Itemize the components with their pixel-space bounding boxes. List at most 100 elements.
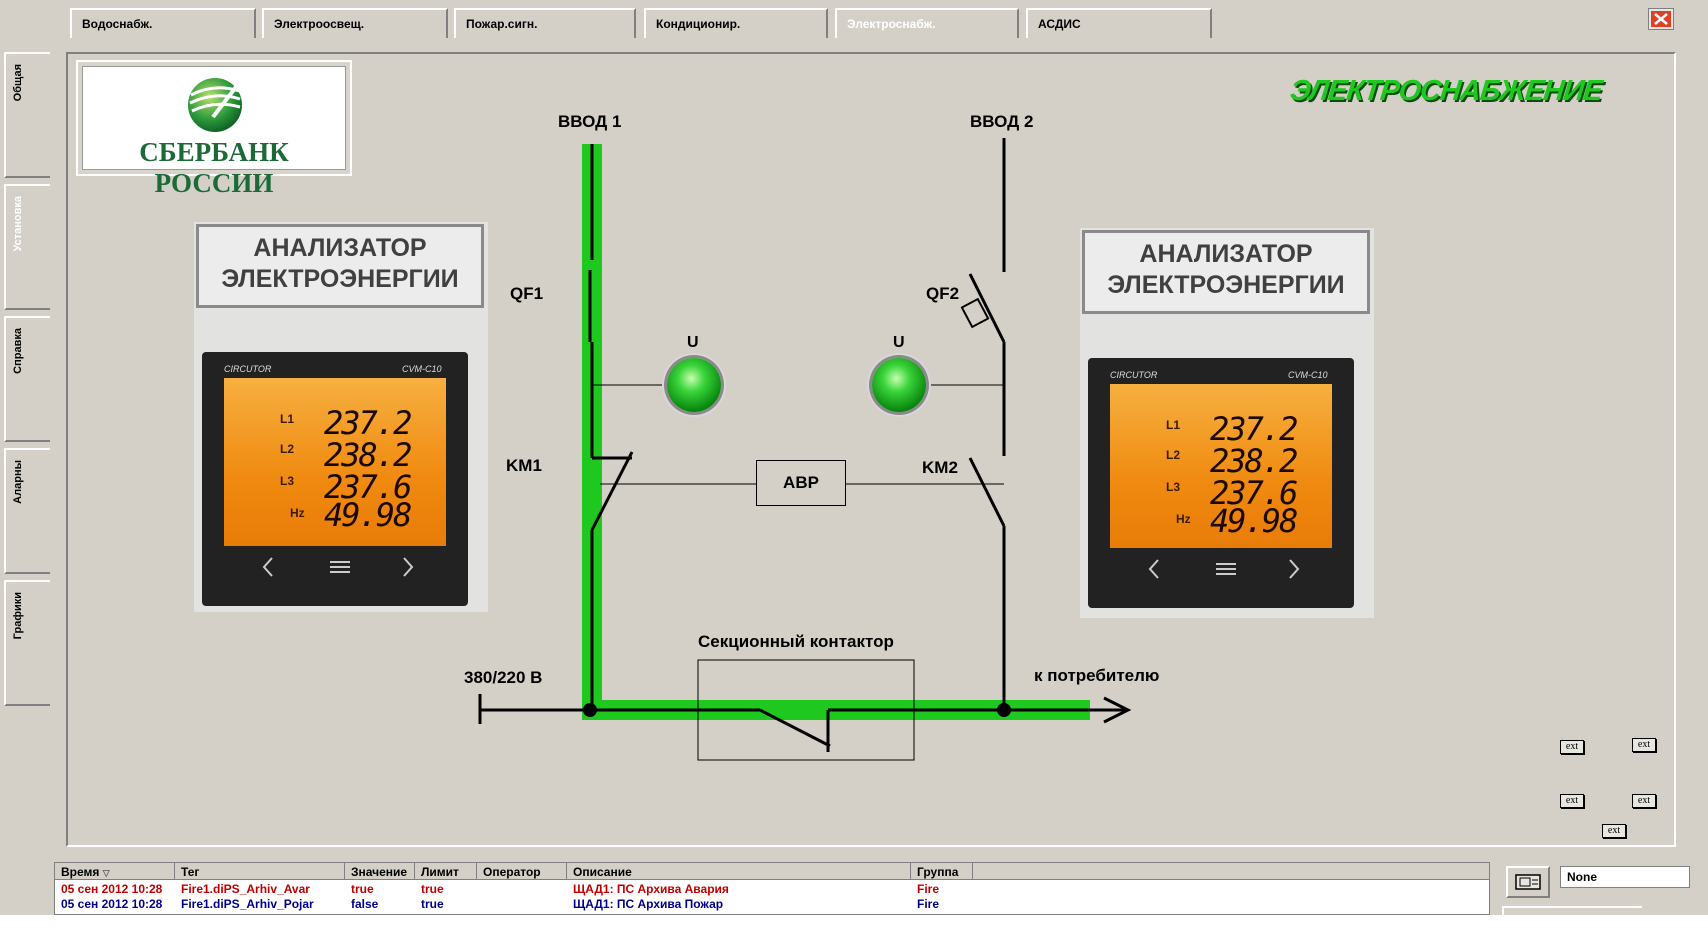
cell-value: false: [351, 897, 379, 911]
sberbank-emblem-icon: [188, 78, 242, 132]
lcd-value-l3: 237.6: [1210, 474, 1298, 512]
column-header-description[interactable]: Описание: [567, 863, 911, 880]
secondary-button[interactable]: [1502, 906, 1642, 915]
input2-label: ВВОД 2: [970, 112, 1034, 131]
acknowledge-icon: [1515, 874, 1541, 890]
main-bus: [478, 694, 1132, 752]
cell-limit: true: [421, 897, 444, 911]
side-tab-general[interactable]: Общая: [4, 52, 50, 178]
control-wires: [592, 384, 1004, 485]
meter-lcd: L1 237.2 L2 238.2 L3 237.6 Hz 49.98: [224, 378, 446, 546]
analyzer-label-line1: АНАЛИЗАТОР: [253, 234, 427, 262]
column-header-tag[interactable]: Тег: [175, 863, 345, 880]
meter-device: CIRCUTOR CVM-C10 L1 237.2 L2 238.2 L3 23…: [1088, 358, 1354, 608]
analyzer-label-line1: АНАЛИЗАТОР: [1139, 240, 1313, 268]
tab-power-supply[interactable]: Электроснабж.: [835, 8, 1019, 38]
lcd-value-hz: 49.98: [324, 496, 412, 534]
tab-hvac[interactable]: Кондиционир.: [644, 8, 828, 38]
tab-water[interactable]: Водоснабж.: [70, 8, 256, 38]
input1-label: ВВОД 1: [558, 112, 622, 131]
input2-line: [960, 138, 1006, 710]
lcd-label-l2: L2: [1166, 448, 1181, 462]
voltage-lamp-right: [872, 358, 926, 412]
meter-buttons: [262, 557, 414, 577]
analyzer-label-line2: ЭЛЕКТРОЭНЕРГИИ: [1107, 271, 1345, 299]
bus-node-right: [997, 703, 1011, 717]
lcd-label-hz: Hz: [290, 506, 305, 520]
lcd-label-hz: Hz: [1176, 512, 1191, 526]
meter-lcd: L1 237.2 L2 238.2 L3 237.6 Hz 49.98: [1110, 384, 1332, 548]
side-tab-help[interactable]: Справка: [4, 316, 50, 442]
menu-icon: [1216, 563, 1236, 575]
sort-icon: ▽: [102, 868, 110, 878]
close-button[interactable]: [1648, 8, 1674, 30]
analyzer-label: АНАЛИЗАТОР ЭЛЕКТРОЭНЕРГИИ: [196, 224, 484, 308]
meter-model: CVM-C10: [402, 364, 442, 374]
logo-text: СБЕРБАНК РОССИИ: [139, 137, 289, 198]
column-header-label: Время: [61, 865, 100, 879]
meter-buttons: [1148, 559, 1300, 579]
chevron-left-icon: [262, 557, 273, 577]
bus-node-left: [583, 703, 597, 717]
lcd-label-l2: L2: [280, 442, 295, 456]
column-header-operator[interactable]: Оператор: [477, 863, 567, 880]
cell-time: 05 сен 2012 10:28: [61, 882, 163, 896]
lcd-label-l1: L1: [1166, 418, 1181, 432]
input1-line: [588, 144, 634, 710]
column-header-group[interactable]: Группа: [911, 863, 973, 880]
column-header-time[interactable]: Время ▽: [55, 863, 175, 880]
lcd-value-hz: 49.98: [1210, 502, 1298, 540]
ext-button[interactable]: ext: [1560, 794, 1584, 808]
sberbank-logo: СБЕРБАНК РОССИИ: [76, 60, 352, 198]
meter-brand: CIRCUTOR: [1110, 370, 1158, 380]
column-header-limit[interactable]: Лимит: [415, 863, 477, 880]
avr-block[interactable]: АВР: [756, 460, 846, 506]
section-contactor-box: [697, 659, 915, 761]
ext-button[interactable]: ext: [1602, 824, 1626, 838]
lamp-label-right: U: [893, 334, 905, 351]
section-contactor-label: Секционный контактор: [698, 632, 894, 651]
lcd-label-l3: L3: [280, 474, 295, 488]
meter-device: CIRCUTOR CVM-C10 L1 237.2 L2 238.2 L3 23…: [202, 352, 468, 606]
consumer-label: к потребителю: [1034, 666, 1160, 685]
menu-icon: [330, 561, 350, 573]
tab-lighting[interactable]: Электроосвещ.: [262, 8, 448, 38]
analyzer-label-line2: ЭЛЕКТРОЭНЕРГИИ: [221, 265, 459, 293]
column-header-value[interactable]: Значение: [345, 863, 415, 880]
ext-button[interactable]: ext: [1632, 738, 1656, 752]
cell-tag: Fire1.diPS_Arhiv_Pojar: [181, 897, 314, 911]
lcd-label-l3: L3: [1166, 480, 1181, 494]
filter-field[interactable]: None: [1560, 866, 1690, 888]
tab-fire-alarm[interactable]: Пожар.сигн.: [454, 8, 636, 38]
chevron-right-icon: [1289, 559, 1300, 579]
scada-window: Водоснабж. Электроосвещ. Пожар.сигн. Кон…: [0, 0, 1708, 915]
voltage-label: 380/220 В: [464, 668, 543, 687]
lcd-value-l3: 237.6: [324, 468, 412, 506]
analyzer-label: АНАЛИЗАТОР ЭЛЕКТРОЭНЕРГИИ: [1082, 230, 1370, 314]
ext-button[interactable]: ext: [1560, 740, 1584, 754]
cell-limit: true: [421, 882, 444, 896]
close-icon: [1651, 11, 1671, 27]
km1-label: KM1: [506, 456, 542, 475]
cell-group: Fire: [917, 897, 940, 911]
ext-button[interactable]: ext: [1632, 794, 1656, 808]
lcd-value-l1: 237.2: [1210, 410, 1298, 448]
column-header-filler: [973, 863, 1489, 880]
side-tab-alarms[interactable]: Аларны: [4, 448, 50, 574]
alarm-table: Время ▽ Тег Значение Лимит Оператор Опис…: [54, 862, 1490, 915]
qf1-label: QF1: [510, 284, 544, 303]
voltage-lamp-left: [667, 358, 721, 412]
energy-analyzer-right: АНАЛИЗАТОР ЭЛЕКТРОЭНЕРГИИ CIRCUTOR CVM-C…: [1080, 228, 1374, 618]
acknowledge-button[interactable]: [1506, 866, 1550, 898]
tab-asdis[interactable]: АСДИС: [1026, 8, 1212, 38]
km2-label: KM2: [922, 458, 958, 477]
meter-brand: CIRCUTOR: [224, 364, 272, 374]
chevron-left-icon: [1148, 559, 1159, 579]
side-tab-graphs[interactable]: Графики: [4, 580, 50, 706]
qf2-label: QF2: [926, 284, 960, 303]
cell-value: true: [351, 882, 374, 896]
cell-description: ЩАД1: ПС Архива Пожар: [573, 897, 724, 911]
meter-model: CVM-C10: [1288, 370, 1328, 380]
side-tab-setup[interactable]: Установка: [4, 184, 50, 310]
cell-time: 05 сен 2012 10:28: [61, 897, 163, 911]
